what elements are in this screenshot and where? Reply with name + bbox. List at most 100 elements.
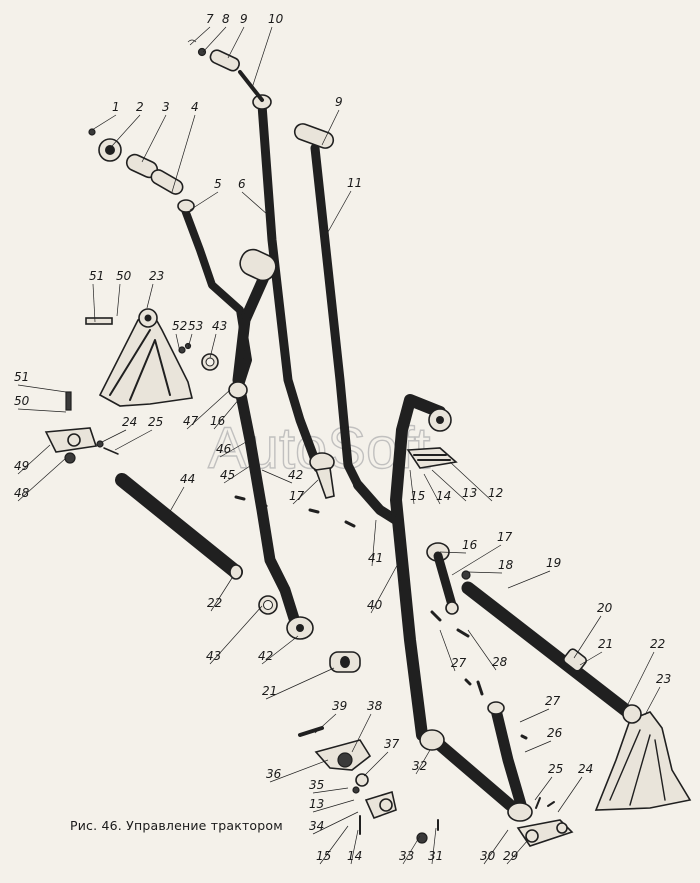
part-number-c38: 38	[367, 699, 383, 713]
leader-line-c1	[91, 114, 117, 131]
part-number-c11: 11	[347, 176, 362, 190]
part-number-c6: 6	[238, 177, 246, 191]
part-number-c14a: 14	[436, 489, 451, 503]
leader-line-c27a	[439, 629, 456, 672]
shaft-19-20	[461, 570, 635, 719]
leader-line-c23a	[146, 283, 154, 309]
part-number-c4: 4	[191, 100, 199, 114]
part-number-c14b: 14	[347, 849, 362, 863]
part-number-c42b: 42	[258, 649, 273, 663]
leader-line-c38	[351, 713, 372, 753]
leader-line-c42b	[261, 635, 299, 665]
part-number-c13a: 13	[462, 486, 477, 500]
part-number-c31: 31	[428, 849, 443, 863]
lever-45-46	[228, 248, 314, 640]
figure-caption: Рис. 46. Управление трактором	[70, 818, 283, 833]
leader-line-c13b	[312, 799, 355, 813]
leader-line-c17a	[292, 479, 319, 505]
part-number-c43a: 43	[212, 319, 227, 333]
leader-line-c19	[507, 570, 551, 589]
leader-line-c46	[219, 441, 247, 458]
leader-line-c33	[402, 835, 421, 865]
part-number-c9a: 9	[240, 12, 248, 26]
leader-line-c34	[312, 811, 359, 835]
leader-line-c29	[506, 839, 529, 865]
part-number-c37: 37	[384, 737, 400, 751]
part-number-c24a: 24	[122, 415, 137, 429]
part-number-c42a: 42	[288, 468, 303, 482]
leader-line-c41	[371, 519, 377, 567]
leader-line-c16b	[439, 551, 467, 554]
leader-line-c51b	[17, 384, 67, 393]
parts-29-33	[416, 797, 574, 847]
leader-line-c23b	[644, 686, 661, 716]
part-number-c27b: 27	[545, 694, 561, 708]
leader-line-c13a	[431, 469, 467, 502]
leader-line-c49	[17, 444, 51, 475]
leader-line-c28	[467, 629, 497, 671]
leader-line-c30	[483, 829, 509, 865]
part-number-c27a: 27	[451, 656, 467, 670]
leader-line-c9a	[227, 26, 245, 59]
leader-line-c50b	[17, 408, 67, 413]
bushing-21	[329, 651, 361, 673]
part-number-c52a: 52	[172, 319, 187, 333]
leader-line-c2	[111, 114, 141, 147]
part-number-c51b: 51	[14, 370, 29, 384]
leader-line-c37	[363, 751, 389, 777]
part-number-c16a: 16	[210, 414, 226, 428]
parts-36-39	[298, 726, 397, 835]
part-number-c26: 26	[547, 726, 563, 740]
part-number-c21b: 21	[262, 684, 277, 698]
leader-line-c39	[314, 713, 337, 734]
leader-line-c14a	[423, 473, 441, 505]
leader-line-c22b	[625, 651, 655, 709]
leader-line-c44	[167, 486, 185, 516]
part-number-c46: 46	[216, 442, 232, 456]
part-number-c22a: 22	[207, 596, 222, 610]
part-number-c17b: 17	[497, 530, 513, 544]
leader-line-c20	[573, 615, 602, 659]
part-number-c21a: 21	[598, 637, 613, 651]
part-number-c1: 1	[112, 100, 120, 114]
arm-26	[487, 701, 533, 822]
part-number-c5: 5	[214, 177, 222, 191]
part-number-c7: 7	[206, 12, 214, 26]
part-number-c48: 48	[14, 486, 30, 500]
leader-line-c50a	[116, 283, 121, 317]
leader-line-c32	[415, 749, 431, 775]
leader-line-c21b	[265, 667, 335, 700]
leader-line-c15b	[319, 825, 349, 865]
bracket-23-left	[85, 308, 193, 407]
part-number-c16b: 16	[462, 538, 478, 552]
shaft-44	[115, 473, 243, 580]
pivot-parts-1-4	[88, 128, 184, 195]
leader-line-c51a	[92, 283, 96, 323]
callout-lines	[17, 26, 661, 865]
part-number-c29: 29	[503, 849, 518, 863]
part-number-c40: 40	[367, 598, 383, 612]
leader-line-c40	[370, 559, 401, 614]
leader-line-c26	[524, 740, 552, 753]
part-number-c25b: 25	[548, 762, 563, 776]
part-number-c13b: 13	[309, 797, 324, 811]
leader-line-c24a	[101, 429, 127, 443]
rod-5	[177, 199, 252, 389]
part-number-c53: 53	[188, 319, 203, 333]
part-number-c43b: 43	[206, 649, 221, 663]
part-number-c47: 47	[183, 414, 199, 428]
part-number-c17a: 17	[289, 489, 305, 503]
pins-27-28	[430, 610, 528, 740]
part-number-c45: 45	[220, 468, 235, 482]
part-number-c35: 35	[309, 778, 324, 792]
leader-line-c24b	[557, 776, 583, 813]
leader-line-c17b	[451, 544, 502, 576]
pin-group-top	[187, 39, 264, 102]
leader-line-c27b	[519, 708, 550, 723]
part-number-c50a: 50	[116, 269, 132, 283]
leader-line-c52a	[175, 333, 181, 353]
pins-center	[234, 495, 356, 543]
part-number-c25a: 25	[148, 415, 163, 429]
